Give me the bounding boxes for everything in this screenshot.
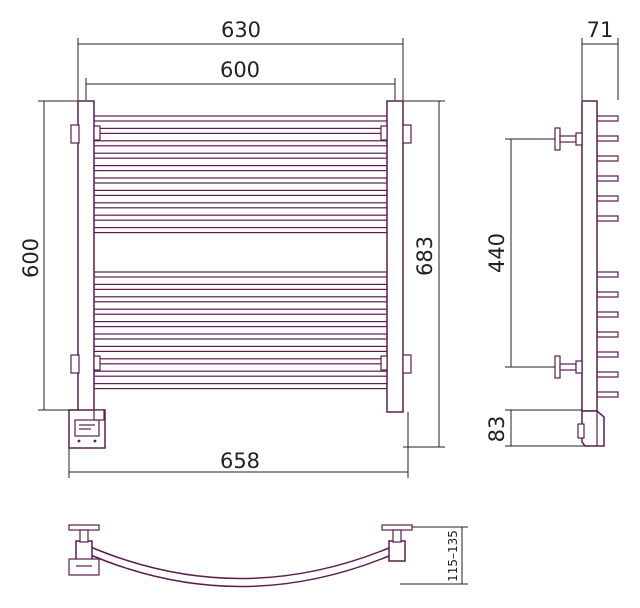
rung-group-top xyxy=(93,115,388,234)
heater-button-left xyxy=(77,439,81,443)
side-rung-stub xyxy=(596,271,619,278)
bracket-right-bottom-inner xyxy=(380,355,388,371)
top-curved-rail xyxy=(85,543,397,588)
bracket-right-top xyxy=(402,124,412,144)
side-rung-stub xyxy=(596,155,619,162)
side-rung-stub xyxy=(596,195,619,202)
towel-rung xyxy=(93,296,388,303)
dimension-mount-spacing: 440 xyxy=(485,139,512,367)
towel-rung xyxy=(93,177,388,184)
dimension-outer-width: 630 xyxy=(77,18,404,100)
dimension-left-height: 600 xyxy=(19,100,78,411)
towel-rung xyxy=(93,140,388,147)
heater-button-right xyxy=(93,439,97,443)
top-left-heater xyxy=(68,558,100,576)
towel-rung xyxy=(93,152,388,159)
dimension-right-height: 683 xyxy=(403,100,445,448)
dimension-heater-height: 83 xyxy=(485,409,585,447)
label-left-height: 600 xyxy=(19,238,43,278)
label-right-height: 683 xyxy=(413,236,437,276)
side-rung-stubs xyxy=(596,115,619,398)
bracket-left-bottom xyxy=(70,354,80,374)
towel-rung xyxy=(93,115,388,122)
label-side-depth: 71 xyxy=(587,18,614,42)
top-mount-right xyxy=(381,524,413,543)
side-rung-stub xyxy=(596,175,619,182)
side-rung-stub xyxy=(596,291,619,298)
label-heater-height: 83 xyxy=(485,416,509,443)
left-collector xyxy=(77,100,95,413)
label-outer-width: 630 xyxy=(221,18,261,42)
towel-rung xyxy=(93,370,388,377)
side-rung-stub xyxy=(596,391,619,398)
top-mount-left xyxy=(68,524,100,543)
rung-group-bottom xyxy=(93,271,388,390)
side-rung-stub xyxy=(596,115,619,122)
side-view: 71 440 83 xyxy=(485,18,619,447)
bracket-left-top-inner xyxy=(93,125,101,141)
right-collector xyxy=(386,100,404,413)
top-left-collector xyxy=(75,540,93,562)
towel-rung xyxy=(93,214,388,221)
side-rung-stub xyxy=(596,311,619,318)
side-rung-stub xyxy=(596,351,619,358)
towel-rung xyxy=(93,127,388,134)
bracket-right-top-inner xyxy=(380,125,388,141)
label-wall-offset: 115–135 xyxy=(446,530,460,582)
side-rung-stub xyxy=(596,371,619,378)
side-rung-stub xyxy=(596,215,619,222)
side-mount-bottom xyxy=(505,355,583,379)
label-inner-width: 600 xyxy=(220,58,260,82)
towel-rung xyxy=(93,189,388,196)
bracket-left-bottom-inner xyxy=(93,355,101,371)
top-right-collector xyxy=(388,540,406,562)
side-rung-stub xyxy=(596,331,619,338)
top-view: 115–135 xyxy=(68,524,468,588)
dimension-bottom-width: 658 xyxy=(68,412,409,478)
bracket-left-top xyxy=(70,124,80,144)
towel-rung xyxy=(93,202,388,209)
towel-rung xyxy=(93,165,388,172)
dimension-side-depth: 71 xyxy=(581,18,619,100)
towel-rung xyxy=(93,283,388,290)
heater-display xyxy=(74,419,100,437)
towel-rung xyxy=(93,308,388,315)
front-view: 630 600 600 683 658 xyxy=(19,18,445,478)
towel-rung xyxy=(93,358,388,365)
side-heater-switch xyxy=(577,423,585,439)
heater-connector xyxy=(93,409,105,421)
label-bottom-width: 658 xyxy=(220,449,260,473)
side-rung-stub xyxy=(596,135,619,142)
towel-rung xyxy=(93,333,388,340)
towel-rung xyxy=(93,227,388,234)
bracket-right-bottom xyxy=(402,354,412,374)
towel-rung xyxy=(93,383,388,390)
side-mount-top xyxy=(505,127,583,151)
side-heater xyxy=(581,410,605,447)
side-collector xyxy=(581,100,598,412)
dimension-inner-width: 600 xyxy=(85,58,396,100)
label-mount-spacing: 440 xyxy=(485,233,509,273)
towel-rung xyxy=(93,321,388,328)
dimension-wall-offset: 115–135 xyxy=(400,526,468,585)
towel-rung xyxy=(93,345,388,352)
towel-rung xyxy=(93,271,388,278)
